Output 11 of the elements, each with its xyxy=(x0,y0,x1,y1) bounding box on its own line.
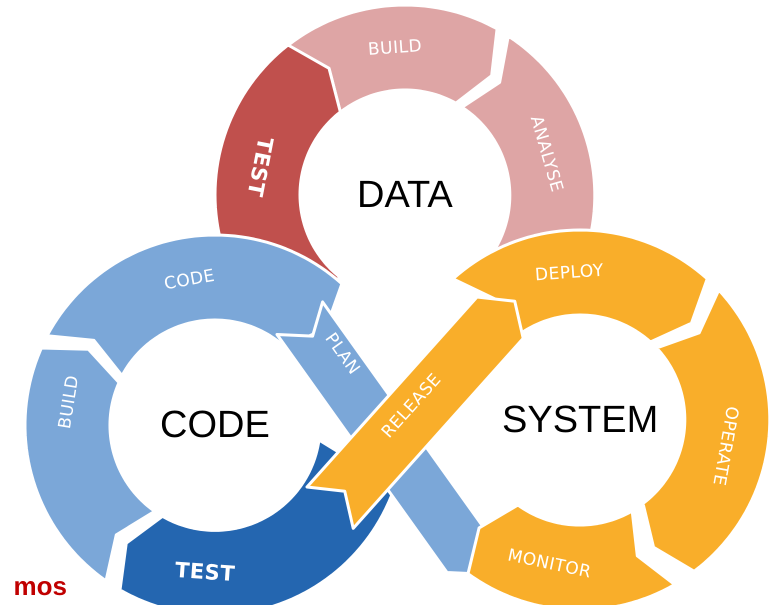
stage-label: BUILD xyxy=(55,374,84,430)
loop-title: SYSTEM xyxy=(502,398,658,442)
caption-fragment: mos xyxy=(14,570,67,602)
stage-label: CODE xyxy=(162,265,216,294)
stage-label: OPERATE xyxy=(708,404,742,487)
stage-label: BUILD xyxy=(367,36,422,60)
stage-label: DEPLOY xyxy=(534,260,605,286)
loop-title: CODE xyxy=(160,404,270,446)
stage-label: TEST xyxy=(242,135,278,199)
loop-title: DATA xyxy=(357,174,453,216)
stage-label: TEST xyxy=(174,558,236,586)
